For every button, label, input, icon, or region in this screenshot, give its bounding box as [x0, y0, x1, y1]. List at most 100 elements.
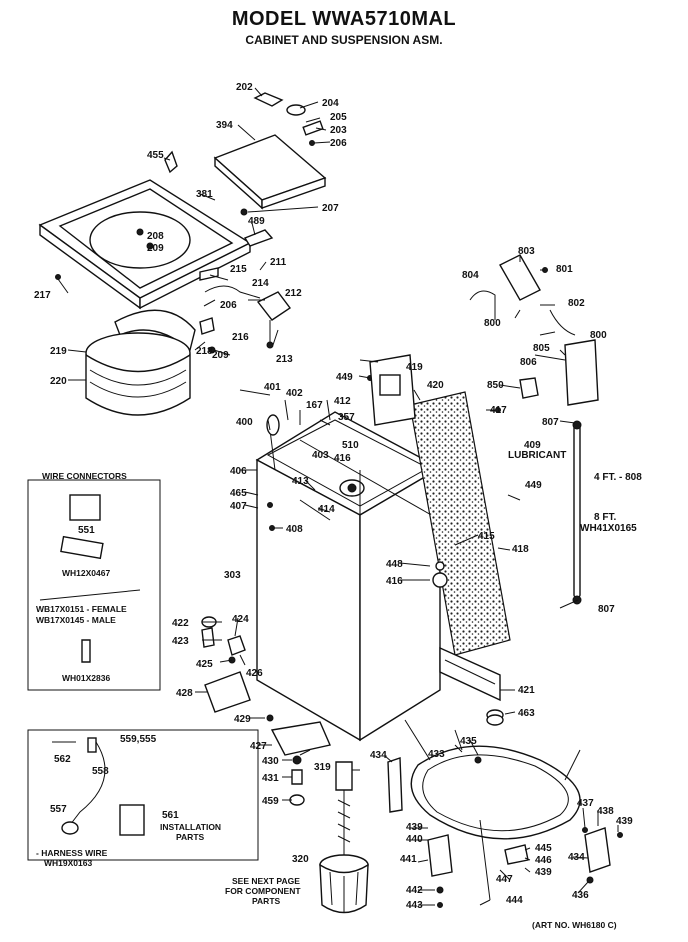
label: 208: [147, 231, 164, 242]
art-number: (ART NO. WH6180 C): [532, 920, 617, 930]
label: 394: [216, 120, 233, 131]
label: 562: [54, 754, 71, 765]
label: 413: [292, 476, 309, 487]
label: 319: [314, 762, 331, 773]
label: 441: [400, 854, 417, 865]
note-line: SEE NEXT PAGE: [232, 876, 300, 886]
label: 449: [336, 372, 353, 383]
water-valve-hoses: [469, 254, 599, 605]
label: 426: [246, 668, 263, 679]
label: 429: [234, 714, 251, 725]
label: 401: [264, 382, 281, 393]
label: - HARNESS WIRE: [36, 848, 108, 858]
label: 381: [196, 189, 213, 200]
label: 806: [520, 357, 537, 368]
label: 850: [487, 380, 504, 391]
label: 417: [490, 405, 507, 416]
label: 463: [518, 708, 535, 719]
note-line: FOR COMPONENT: [225, 886, 301, 896]
label: 439: [616, 816, 633, 827]
leader-lines: [56, 87, 619, 906]
component-note: SEE NEXT PAGE FOR COMPONENT PARTS: [225, 876, 301, 906]
label: 202: [236, 82, 253, 93]
label: WB17X0151 - FEMALE: [36, 604, 127, 614]
label: 558: [92, 766, 109, 777]
lid-group: [213, 92, 327, 216]
label: 800: [590, 330, 607, 341]
harness-text: 562 558 559,555 557 - HARNESS WIRE WH19X…: [36, 734, 221, 868]
model-title: MODEL WWA5710MAL: [231, 8, 457, 30]
label: 209: [212, 350, 229, 361]
label: 447: [496, 874, 513, 885]
label: 448: [386, 559, 403, 570]
assembly-subtitle: CABINET AND SUSPENSION ASM.: [245, 33, 443, 47]
label: 203: [330, 125, 347, 136]
label: 440: [406, 834, 423, 845]
label: 804: [462, 270, 479, 281]
label: 807: [542, 417, 559, 428]
label: 4 FT. - 808: [594, 472, 642, 483]
label: 419: [406, 362, 423, 373]
label: 455: [147, 150, 164, 161]
label: 204: [322, 98, 339, 109]
note-line: PARTS: [252, 896, 281, 906]
label: 425: [196, 659, 213, 670]
label: 415: [478, 531, 495, 542]
label: WH19X0163: [44, 858, 92, 868]
label: 807: [598, 604, 615, 615]
label: 442: [406, 885, 423, 896]
label: 801: [556, 264, 573, 275]
label: 207: [322, 203, 339, 214]
label: 215: [230, 264, 247, 275]
label: 402: [286, 388, 303, 399]
label: 303: [224, 570, 241, 581]
label: 434: [370, 750, 387, 761]
top-frame-381: [38, 150, 274, 310]
label: 445: [535, 843, 552, 854]
label: 433: [428, 749, 445, 760]
label: 436: [572, 890, 589, 901]
label: 422: [172, 618, 189, 629]
label: 439: [535, 867, 552, 878]
label: 430: [262, 756, 279, 767]
label: 400: [236, 417, 253, 428]
label: 219: [50, 346, 67, 357]
label: 212: [285, 288, 302, 299]
label: 803: [518, 246, 535, 257]
label: 209: [147, 243, 164, 254]
front-brackets: [201, 616, 331, 756]
hinge-202: [253, 92, 284, 107]
tub-ring-219-220: [85, 309, 196, 416]
label: 403: [312, 450, 329, 461]
label: 357: [338, 412, 355, 423]
label: 206: [330, 138, 347, 149]
label: 489: [248, 216, 265, 227]
label: 205: [330, 112, 347, 123]
label: 428: [176, 688, 193, 699]
label: 423: [172, 636, 189, 647]
label: 437: [577, 798, 594, 809]
label: 213: [276, 354, 293, 365]
label: 320: [292, 854, 309, 865]
label: 427: [250, 741, 267, 752]
label: 214: [252, 278, 269, 289]
label: 443: [406, 900, 423, 911]
label: 416: [386, 576, 403, 587]
label: 406: [230, 466, 247, 477]
label: 418: [512, 544, 529, 555]
label: 557: [50, 804, 67, 815]
label: 211: [270, 257, 287, 268]
label: 459: [262, 796, 279, 807]
label: 424: [232, 614, 249, 625]
label: 800: [484, 318, 501, 329]
label: 216: [232, 332, 249, 343]
label: 802: [568, 298, 585, 309]
label: INSTALLATION: [160, 822, 221, 832]
label: 559,555: [120, 734, 157, 745]
label: 416: [334, 453, 351, 464]
label: 435: [460, 736, 477, 747]
wire-connectors-heading: WIRE CONNECTORS: [42, 471, 127, 481]
harness-inset: [27, 729, 259, 861]
label: WH41X0165: [580, 523, 637, 534]
